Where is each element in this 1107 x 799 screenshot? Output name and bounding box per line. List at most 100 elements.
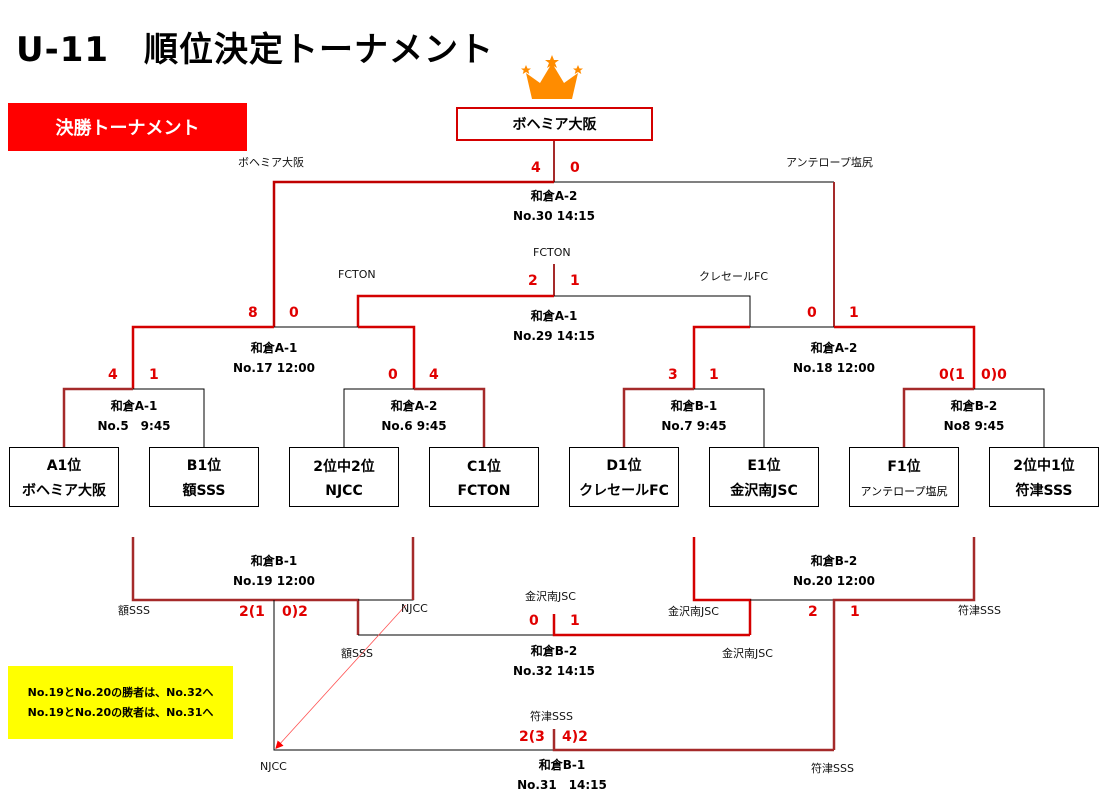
match-info: No.20 12:00: [793, 574, 875, 588]
final-match-lines: [272, 139, 835, 327]
score-6-right: 4: [429, 367, 439, 383]
match-31-winner-label: 符津SSS: [530, 710, 573, 723]
match-venue: 和倉A-2: [810, 341, 858, 355]
team-seed: B1位: [186, 457, 222, 474]
score-30-left: 4: [531, 160, 541, 176]
team-name: クレセールFC: [579, 482, 669, 499]
match-info: No.17 12:00: [233, 361, 315, 375]
score-7-left: 3: [668, 367, 678, 383]
team-box-2nd-1: 2位中1位 符津SSS: [989, 447, 1099, 507]
team-name: ボヘミア大阪: [22, 482, 106, 499]
match-30: 和倉A-2 No.30 14:15: [484, 186, 624, 226]
note-line-1: No.19とNo.20の勝者は、No.32へ: [27, 685, 214, 699]
match-venue: 和倉A-1: [110, 399, 158, 413]
section-banner: 決勝トーナメント: [8, 103, 247, 151]
team-seed: A1位: [46, 457, 82, 474]
score-7-right: 1: [709, 367, 719, 383]
match-8: 和倉B-2 No8 9:45: [904, 396, 1044, 436]
match-17: 和倉A-1 No.17 12:00: [204, 338, 344, 378]
team-seed: F1位: [887, 458, 921, 475]
score-20-left: 2: [808, 604, 818, 620]
score-5-right: 1: [149, 367, 159, 383]
match-venue: 和倉B-2: [950, 399, 998, 413]
team-box-b1: B1位 額SSS: [149, 447, 259, 507]
match-info: No.5 9:45: [97, 419, 171, 433]
loser-arrow: [275, 604, 407, 749]
score-17-left: 8: [248, 305, 258, 321]
team-box-2nd-2: 2位中2位 NJCC: [289, 447, 399, 507]
match-venue: 和倉B-1: [250, 554, 298, 568]
match-info: No.19 12:00: [233, 574, 315, 588]
score-29-left: 2: [528, 273, 538, 289]
team-seed: E1位: [747, 457, 781, 474]
match-32-team-left-label: 額SSS: [341, 647, 373, 660]
match-venue: 和倉A-1: [250, 341, 298, 355]
page-title: U-11 順位決定トーナメント: [16, 30, 495, 70]
score-19-right: 0)2: [282, 604, 308, 620]
team-box-c1: C1位 FCTON: [429, 447, 539, 507]
team-name: 額SSS: [182, 482, 226, 499]
match-29-winner-label: FCTON: [533, 246, 571, 259]
final-team-left-label: ボヘミア大阪: [238, 156, 304, 169]
match-32-team-right-label: 金沢南JSC: [722, 647, 773, 660]
score-32-left: 0: [529, 613, 539, 629]
match-29-team-right-label: クレセールFC: [699, 270, 769, 283]
score-30-right: 0: [570, 160, 580, 176]
match-19-team-right-label: NJCC: [401, 602, 428, 615]
score-20-right: 1: [850, 604, 860, 620]
match-32-winner-label: 金沢南JSC: [525, 590, 576, 603]
team-box-a1: A1位 ボヘミア大阪: [9, 447, 119, 507]
match-7: 和倉B-1 No.7 9:45: [624, 396, 764, 436]
champion-box: ボヘミア大阪: [456, 107, 653, 141]
team-box-e1: E1位 金沢南JSC: [709, 447, 819, 507]
score-17-right: 0: [289, 305, 299, 321]
score-31-right: 4)2: [562, 729, 588, 745]
match-venue: 和倉B-1: [670, 399, 718, 413]
team-name: NJCC: [325, 482, 363, 499]
team-name: 金沢南JSC: [730, 482, 798, 499]
match-info: No.31 14:15: [517, 778, 607, 792]
team-box-f1: F1位 アンテロープ塩尻: [849, 447, 959, 507]
match-5: 和倉A-1 No.5 9:45: [64, 396, 204, 436]
champion-name: ボヘミア大阪: [512, 117, 597, 133]
score-19-left: 2(1: [239, 604, 265, 620]
match-20: 和倉B-2 No.20 12:00: [764, 551, 904, 591]
match-19-team-left-label: 額SSS: [118, 604, 150, 617]
match-info: No8 9:45: [943, 419, 1005, 433]
note-box: No.19とNo.20の勝者は、No.32へ No.19とNo.20の敗者は、N…: [8, 666, 233, 739]
score-29-right: 1: [570, 273, 580, 289]
match-info: No.7 9:45: [661, 419, 727, 433]
crown-icon: [521, 55, 583, 99]
match-info: No.29 14:15: [513, 329, 595, 343]
team-name: アンテロープ塩尻: [860, 484, 948, 498]
final-team-right-label: アンテロープ塩尻: [786, 156, 873, 169]
match-20-team-left-label: 金沢南JSC: [668, 605, 719, 618]
team-box-d1: D1位 クレセールFC: [569, 447, 679, 507]
match-info: No.6 9:45: [381, 419, 447, 433]
score-18-right: 1: [849, 305, 859, 321]
score-18-left: 0: [807, 305, 817, 321]
team-seed: 2位中2位: [313, 458, 375, 475]
match-31: 和倉B-1 No.31 14:15: [492, 755, 632, 795]
match-19: 和倉B-1 No.19 12:00: [204, 551, 344, 591]
score-6-left: 0: [388, 367, 398, 383]
match-32: 和倉B-2 No.32 14:15: [484, 641, 624, 681]
team-seed: C1位: [466, 458, 501, 475]
match-info: No.18 12:00: [793, 361, 875, 375]
match-31-team-right-label: 符津SSS: [811, 762, 854, 775]
team-seed: D1位: [606, 457, 642, 474]
match-info: No.30 14:15: [513, 209, 595, 223]
match-venue: 和倉A-1: [530, 309, 578, 323]
match-29-team-left-label: FCTON: [338, 268, 376, 281]
match-6: 和倉A-2 No.6 9:45: [344, 396, 484, 436]
score-31-left: 2(3: [519, 729, 545, 745]
match-venue: 和倉B-1: [538, 758, 586, 772]
match-18: 和倉A-2 No.18 12:00: [764, 338, 904, 378]
score-32-right: 1: [570, 613, 580, 629]
team-name: 符津SSS: [1015, 482, 1073, 499]
score-5-left: 4: [108, 367, 118, 383]
note-line-2: No.19とNo.20の敗者は、No.31へ: [27, 705, 214, 719]
match-venue: 和倉A-2: [390, 399, 438, 413]
team-seed: 2位中1位: [1013, 457, 1075, 474]
match-20-team-right-label: 符津SSS: [958, 604, 1001, 617]
